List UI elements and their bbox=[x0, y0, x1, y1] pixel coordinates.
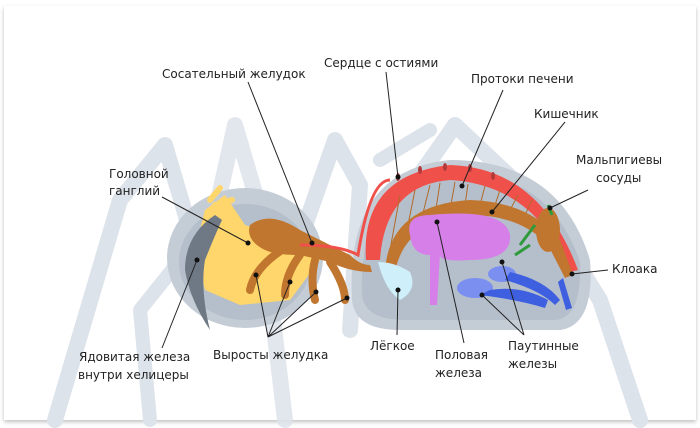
label-gonad-1: Половая bbox=[435, 348, 488, 362]
liver-ducts bbox=[389, 181, 533, 251]
label-venom-1: Ядовитая железа bbox=[79, 350, 190, 364]
label-sucking-stomach: Сосательный желудок bbox=[162, 67, 306, 81]
gonad bbox=[409, 213, 511, 305]
label-ganglion-2: ганглий bbox=[109, 184, 160, 198]
legs bbox=[47, 117, 648, 428]
label-silk-1: Паутинные bbox=[508, 339, 579, 353]
lung bbox=[378, 262, 413, 300]
label-malpighian-1: Мальпигиевы bbox=[576, 153, 662, 167]
label-venom-2: внутри хелицеры bbox=[78, 368, 189, 382]
label-ganglion-1: Головной bbox=[109, 167, 169, 181]
chelicera bbox=[185, 215, 222, 330]
label-lung: Лёгкое bbox=[370, 339, 415, 353]
label-intestine: Кишечник bbox=[534, 107, 599, 121]
silk-glands bbox=[457, 266, 572, 310]
label-liver-ducts: Протоки печени bbox=[471, 72, 574, 86]
label-silk-2: железы bbox=[508, 357, 557, 371]
label-heart: Сердце с остиями bbox=[324, 56, 438, 70]
label-gonad-2: железа bbox=[435, 366, 482, 380]
label-malpighian-2: сосуды bbox=[596, 171, 641, 185]
label-stomach-outgrowths: Выросты желудка bbox=[213, 348, 328, 362]
label-cloaca: Клоака bbox=[612, 262, 658, 276]
heart bbox=[365, 165, 578, 272]
